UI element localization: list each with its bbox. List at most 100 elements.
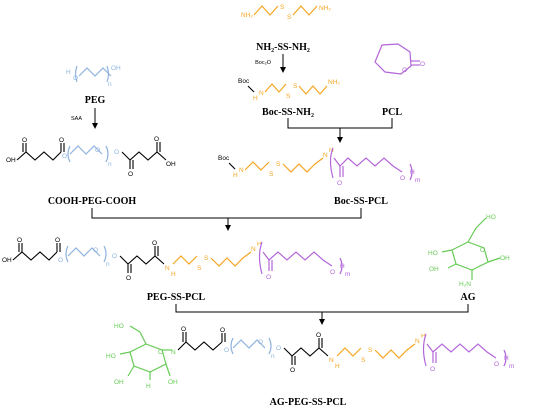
final-ag-c3 <box>127 365 135 377</box>
psp-o2: O <box>55 237 60 244</box>
psp-peg-bracket-close <box>103 245 107 263</box>
final-peg-chain <box>232 339 266 349</box>
ag-c6-bond2 <box>475 217 487 229</box>
final-ag-c6b <box>129 325 141 333</box>
bracket-boc-pcl <box>287 118 393 129</box>
bsp-boc-bond <box>228 162 236 170</box>
final-n-left: N <box>329 357 334 364</box>
psp-o4: O <box>152 240 157 247</box>
psp-chain-right <box>210 251 252 267</box>
bsp-subscript-m: m <box>415 177 420 184</box>
psp-s2: S <box>204 255 209 262</box>
final-pcl-bracket-open <box>422 333 427 367</box>
pcl-ring-o: O <box>402 67 407 74</box>
ag-oh-left: OH <box>429 266 439 273</box>
psp-pcl-chain <box>262 251 333 267</box>
bsp-h-left: H <box>233 172 238 179</box>
reagent-saa: SAA <box>71 116 82 122</box>
succinyl-left-o2: O <box>59 137 64 144</box>
psp-pcl-end-h: H <box>340 263 345 270</box>
final-chain-left <box>336 347 362 357</box>
label-cooh-peg-cooh: COOH-PEG-COOH <box>48 196 137 207</box>
boc-n-atom: N <box>259 90 264 97</box>
psp-s1: S <box>197 265 202 272</box>
label-boc-ss-nh2: Boc-SS-NH₂ <box>262 107 314 118</box>
psp-succinyl-left <box>12 251 58 261</box>
ag-c4-bond <box>447 263 457 269</box>
ag-c4b-bond <box>441 249 453 253</box>
label-peg-ss-pcl: PEG-SS-PCL <box>147 292 206 303</box>
bsp-bracket-open <box>329 147 334 179</box>
final-chain-right <box>374 343 416 359</box>
final-ag-ho-left: HO <box>106 353 116 360</box>
psp-subscript-m: m <box>345 271 350 278</box>
final-peg-bracket-open <box>230 337 234 355</box>
nh2-right-atom: NH₂ <box>319 5 331 12</box>
bsp-s1: S <box>269 171 274 178</box>
psp-oh: OH <box>2 257 12 264</box>
psp-succinyl-right <box>119 255 165 265</box>
final-s2: S <box>368 347 373 354</box>
ag-h2n: H₂N <box>459 281 471 288</box>
psp-peg-o2: O <box>93 247 98 254</box>
reagent-boc2o: Boc₂O <box>255 60 272 66</box>
final-pcl-chain <box>426 343 497 359</box>
bracket-psp-ag <box>175 304 469 313</box>
boc-ss-nh2-structure: Boc H N S S NH₂ <box>238 78 340 102</box>
bsp-boc-atom: Boc <box>218 155 230 162</box>
psp-peg-bracket-open <box>65 245 69 263</box>
final-o4: O <box>316 332 321 339</box>
cooh-left-oh: OH <box>6 157 16 164</box>
peg-subscript-n: n <box>108 81 112 88</box>
label-ag: AG <box>461 292 476 303</box>
bsp-n-right: N <box>323 152 328 159</box>
glucosamine-structure: O HO OH OH HO H₂N <box>428 214 510 288</box>
psp-o3: O <box>126 275 131 282</box>
peg-mid-chain <box>69 145 103 155</box>
psp-pcl-o: O <box>266 274 271 281</box>
boc-s-atom-1: S <box>286 93 291 100</box>
psp-peg-chain <box>67 247 101 257</box>
final-ag-c1 <box>165 363 171 377</box>
final-peg-o3: O <box>276 345 281 352</box>
bsp-carbonyl-o: O <box>337 180 342 187</box>
peg-bracket-open <box>74 65 78 83</box>
label-boc-ss-pcl: Boc-SS-PCL <box>334 196 388 207</box>
final-ag-h: H <box>146 383 151 390</box>
peg-mid-bracket-close <box>105 145 109 163</box>
bsp-chain-left <box>244 161 270 171</box>
peg-oh-atom: OH <box>111 65 121 72</box>
final-pcl-bracket-close <box>503 349 507 367</box>
final-peg-o1: O <box>224 347 229 354</box>
final-succinyl-left <box>177 341 223 351</box>
bsp-end-h: H <box>410 169 415 176</box>
succinyl-left-o1: O <box>22 137 27 144</box>
final-peg-subscript-n: n <box>271 353 275 360</box>
bsp-s2: S <box>276 161 281 168</box>
succinyl-left-chain <box>16 151 62 161</box>
final-h-left: H <box>335 363 340 370</box>
final-subscript-m: m <box>509 363 514 370</box>
peg-mid-o1: O <box>62 153 67 160</box>
bsp-chain-right <box>282 157 324 173</box>
psp-pcl-end-o: O <box>330 269 335 276</box>
final-ag-oh-low: OH <box>114 379 124 386</box>
final-ag-oh-right: OH <box>168 379 178 386</box>
cystamine-chain-right <box>292 5 318 16</box>
psp-n-left: N <box>165 265 170 272</box>
cystamine-structure: NH₂ S S NH₂ <box>241 4 331 21</box>
boc-ss-pcl-structure: Boc H N S S N H O O H m <box>218 147 420 187</box>
boc-s-atom-2: S <box>293 83 298 90</box>
boc-nh-atom: H <box>253 95 258 102</box>
final-succinyl-right <box>283 347 329 357</box>
ag-c1-bond <box>487 257 501 263</box>
label-nh2-ss-nh2: NH₂-SS-NH₂ <box>256 42 310 53</box>
final-pcl-end-o: O <box>494 361 499 368</box>
psp-n-right: N <box>251 246 256 253</box>
peg-mid-o3: O <box>114 149 119 156</box>
ag-oh-right: OH <box>500 255 510 262</box>
psp-chain-left <box>172 255 198 265</box>
ag-ho-left: HO <box>428 250 438 257</box>
psp-peg-o3: O <box>112 253 117 260</box>
